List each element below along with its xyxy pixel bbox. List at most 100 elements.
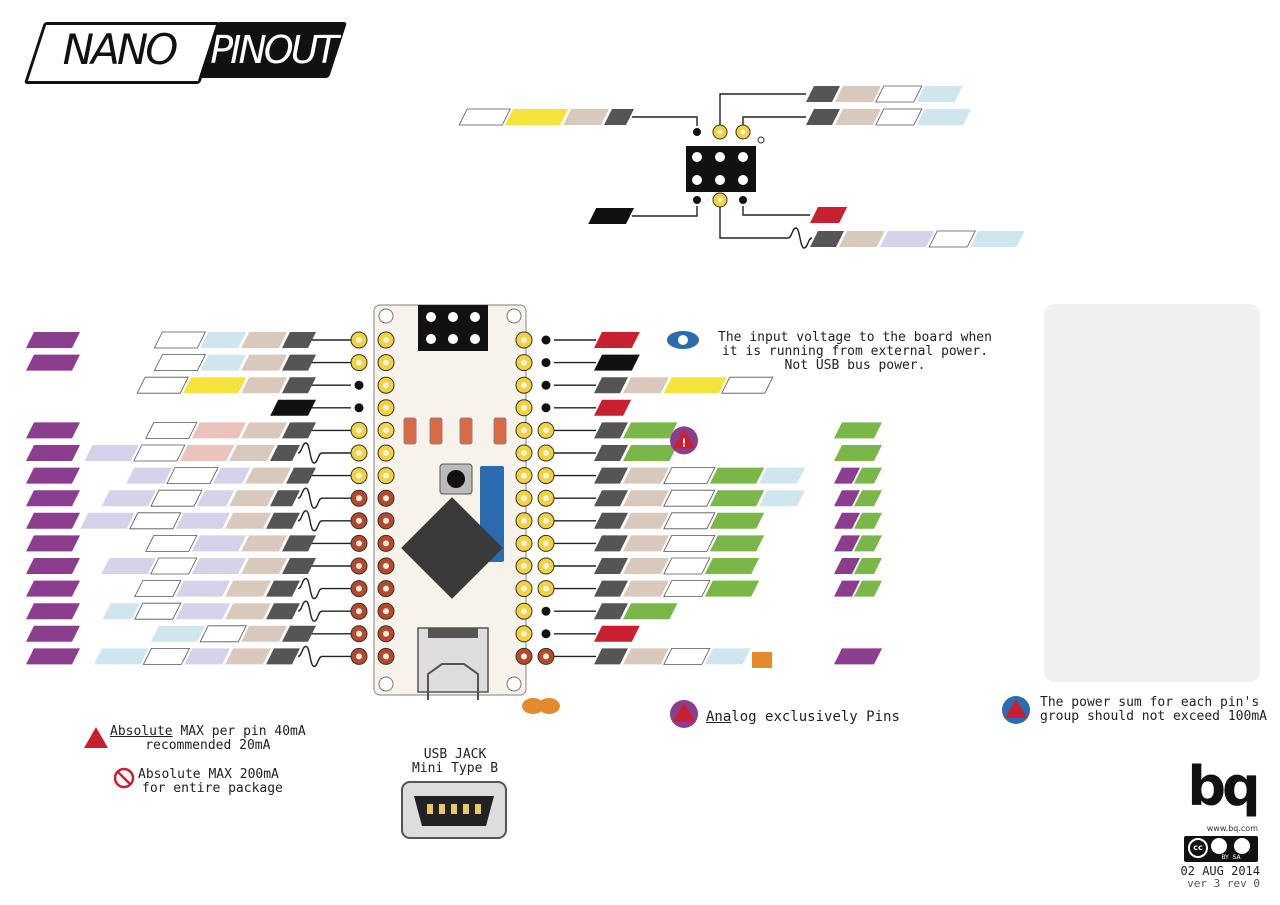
tag-left-7-physical-shape (270, 490, 300, 507)
abs-package-note: Absolute MAX 200mA for entire package (138, 768, 283, 796)
tag-right-2-pcint-shape (721, 376, 774, 394)
pin-right-a7-hole (543, 427, 549, 434)
arduino-analog-label-shape (854, 467, 882, 484)
tag-left-1-port-shape (241, 354, 287, 371)
eye-icon-pupil (678, 335, 688, 345)
board-pin-right-rst-hole (521, 382, 527, 389)
tag-left-14-pcint-shape (142, 648, 191, 665)
tag-left-5-port-shape (229, 445, 275, 461)
pin-tags-layer (26, 331, 882, 665)
wire-icsp-5v (742, 206, 810, 216)
tag-left-7-port-shape (229, 490, 275, 507)
tag-left-8-pinfunc-shape (80, 512, 135, 529)
tag-right-3-power-shape (594, 399, 632, 416)
board-reset-button (447, 470, 465, 488)
tag-left-8-pcint-shape (129, 512, 182, 530)
arduino-pin-number-shape (26, 558, 80, 574)
arduino-digital-number-shape (834, 558, 860, 574)
arduino-analog-label-shape (854, 512, 882, 529)
icsp-pin (692, 152, 702, 162)
board-hole (506, 676, 522, 692)
pin-right-a5-hole (543, 472, 549, 479)
tag-right-14-port-shape (623, 648, 669, 665)
tag-left-7-pinfunc-shape (197, 490, 235, 507)
board-icsp-block (418, 305, 488, 351)
tag-right-8-physical-shape (594, 512, 628, 529)
tag-left-9-port-shape (241, 535, 287, 552)
board-hole (378, 676, 394, 692)
icsp-connector-pin-hole (717, 197, 723, 203)
tag-right-14-pcint-shape (663, 648, 711, 665)
pin-left-rst (354, 380, 364, 390)
tag-left-6-pcint-shape (166, 467, 219, 485)
board-usb-outline (427, 663, 479, 700)
bug-icon (538, 698, 560, 714)
board-pin-left-d4-hole (383, 472, 389, 479)
tag-left-6-pinfunc-shape (126, 467, 172, 484)
bq-url: www.bq.com (1206, 824, 1258, 833)
icsp-header (458, 85, 1025, 248)
tag-left-14-serial-shape (94, 648, 149, 665)
tag-right-6-port-shape (623, 467, 669, 484)
tag-left-4-interrupt-shape (191, 422, 247, 439)
pin-right-gnd (541, 358, 551, 368)
pwm-wave-icon (297, 645, 323, 668)
vin-note-line2: it is running from external power. (721, 344, 989, 359)
board-pin-right-a2-hole (521, 540, 527, 547)
arduino-pin-number-shape (26, 625, 80, 642)
tag-left-11-physical-shape (266, 580, 300, 597)
pin-left-d5-hole (356, 495, 362, 502)
arduino-analog-label-shape (854, 535, 882, 552)
icsp-connector-pin-hole (740, 129, 746, 135)
usb-jack-contact (439, 804, 445, 814)
icsp-pin (715, 152, 725, 162)
pin-left-d12-hole (356, 653, 362, 660)
pin-right-vin (541, 335, 551, 345)
pwm-wave-icon (297, 600, 323, 622)
vin-note-line1: The input voltage to the board when (718, 330, 992, 345)
vin-note-line3: Not USB bus power. (784, 358, 926, 373)
tag-right-5-analog-shape (623, 445, 678, 461)
tag-left-2-physical-shape (282, 377, 316, 394)
board-pin-right-a3-hole (521, 517, 527, 524)
icsp-pin (715, 175, 725, 185)
by-icon (1211, 838, 1227, 854)
arduino-pin-number-shape (26, 535, 80, 552)
tag-left-14-port-shape (225, 648, 271, 665)
abs-max-rest: MAX per pin 40mA (172, 724, 306, 739)
board-led (403, 417, 417, 445)
tag-left-12-port-shape (225, 603, 271, 620)
board-hole (378, 308, 394, 324)
tag-left-1-physical-shape (282, 354, 316, 371)
tag-right-11-analog-shape (704, 580, 760, 597)
tag-left-10-physical-shape (282, 558, 316, 574)
board-led (459, 417, 473, 445)
board-pin-left-d7-hole (383, 540, 389, 547)
icsp-mosi-serial-shape (970, 231, 1025, 247)
board-pin-left-d9-hole (383, 585, 389, 592)
arduino-pin-number-shape (26, 603, 80, 620)
abs-package-line1: Absolute MAX 200mA (138, 767, 279, 782)
arduino-digital-number-shape (834, 490, 860, 507)
tag-right-0-power-shape (594, 332, 640, 348)
icsp-mosi-pcint-shape (928, 230, 976, 248)
tag-right-9-physical-shape (594, 535, 628, 552)
date-label: 02 AUG 2014 (1180, 864, 1260, 878)
warning-triangle (673, 703, 695, 722)
tag-left-12-pinfunc-shape (175, 603, 231, 620)
pin-right-a2-hole (543, 540, 549, 547)
tag-right-12-analog-shape (623, 603, 678, 620)
wire-icsp-miso (742, 116, 806, 126)
tag-left-9-pcint-shape (145, 535, 198, 552)
tag-left-10-pcint-shape (150, 557, 198, 575)
usb-label-line1: USB JACK (423, 747, 487, 762)
board-pin-left-gnd-hole (383, 404, 389, 411)
tag-right-2-physical-shape (594, 377, 628, 394)
tag-left-13-pcint-shape (199, 625, 247, 643)
board-led (429, 417, 443, 445)
pin-left-gnd (354, 403, 364, 413)
wire-icsp-sck (719, 93, 806, 126)
board-led (493, 417, 507, 445)
icsp-sck-pcint-shape (875, 85, 923, 103)
board-pin-left-d8-hole (383, 563, 389, 569)
